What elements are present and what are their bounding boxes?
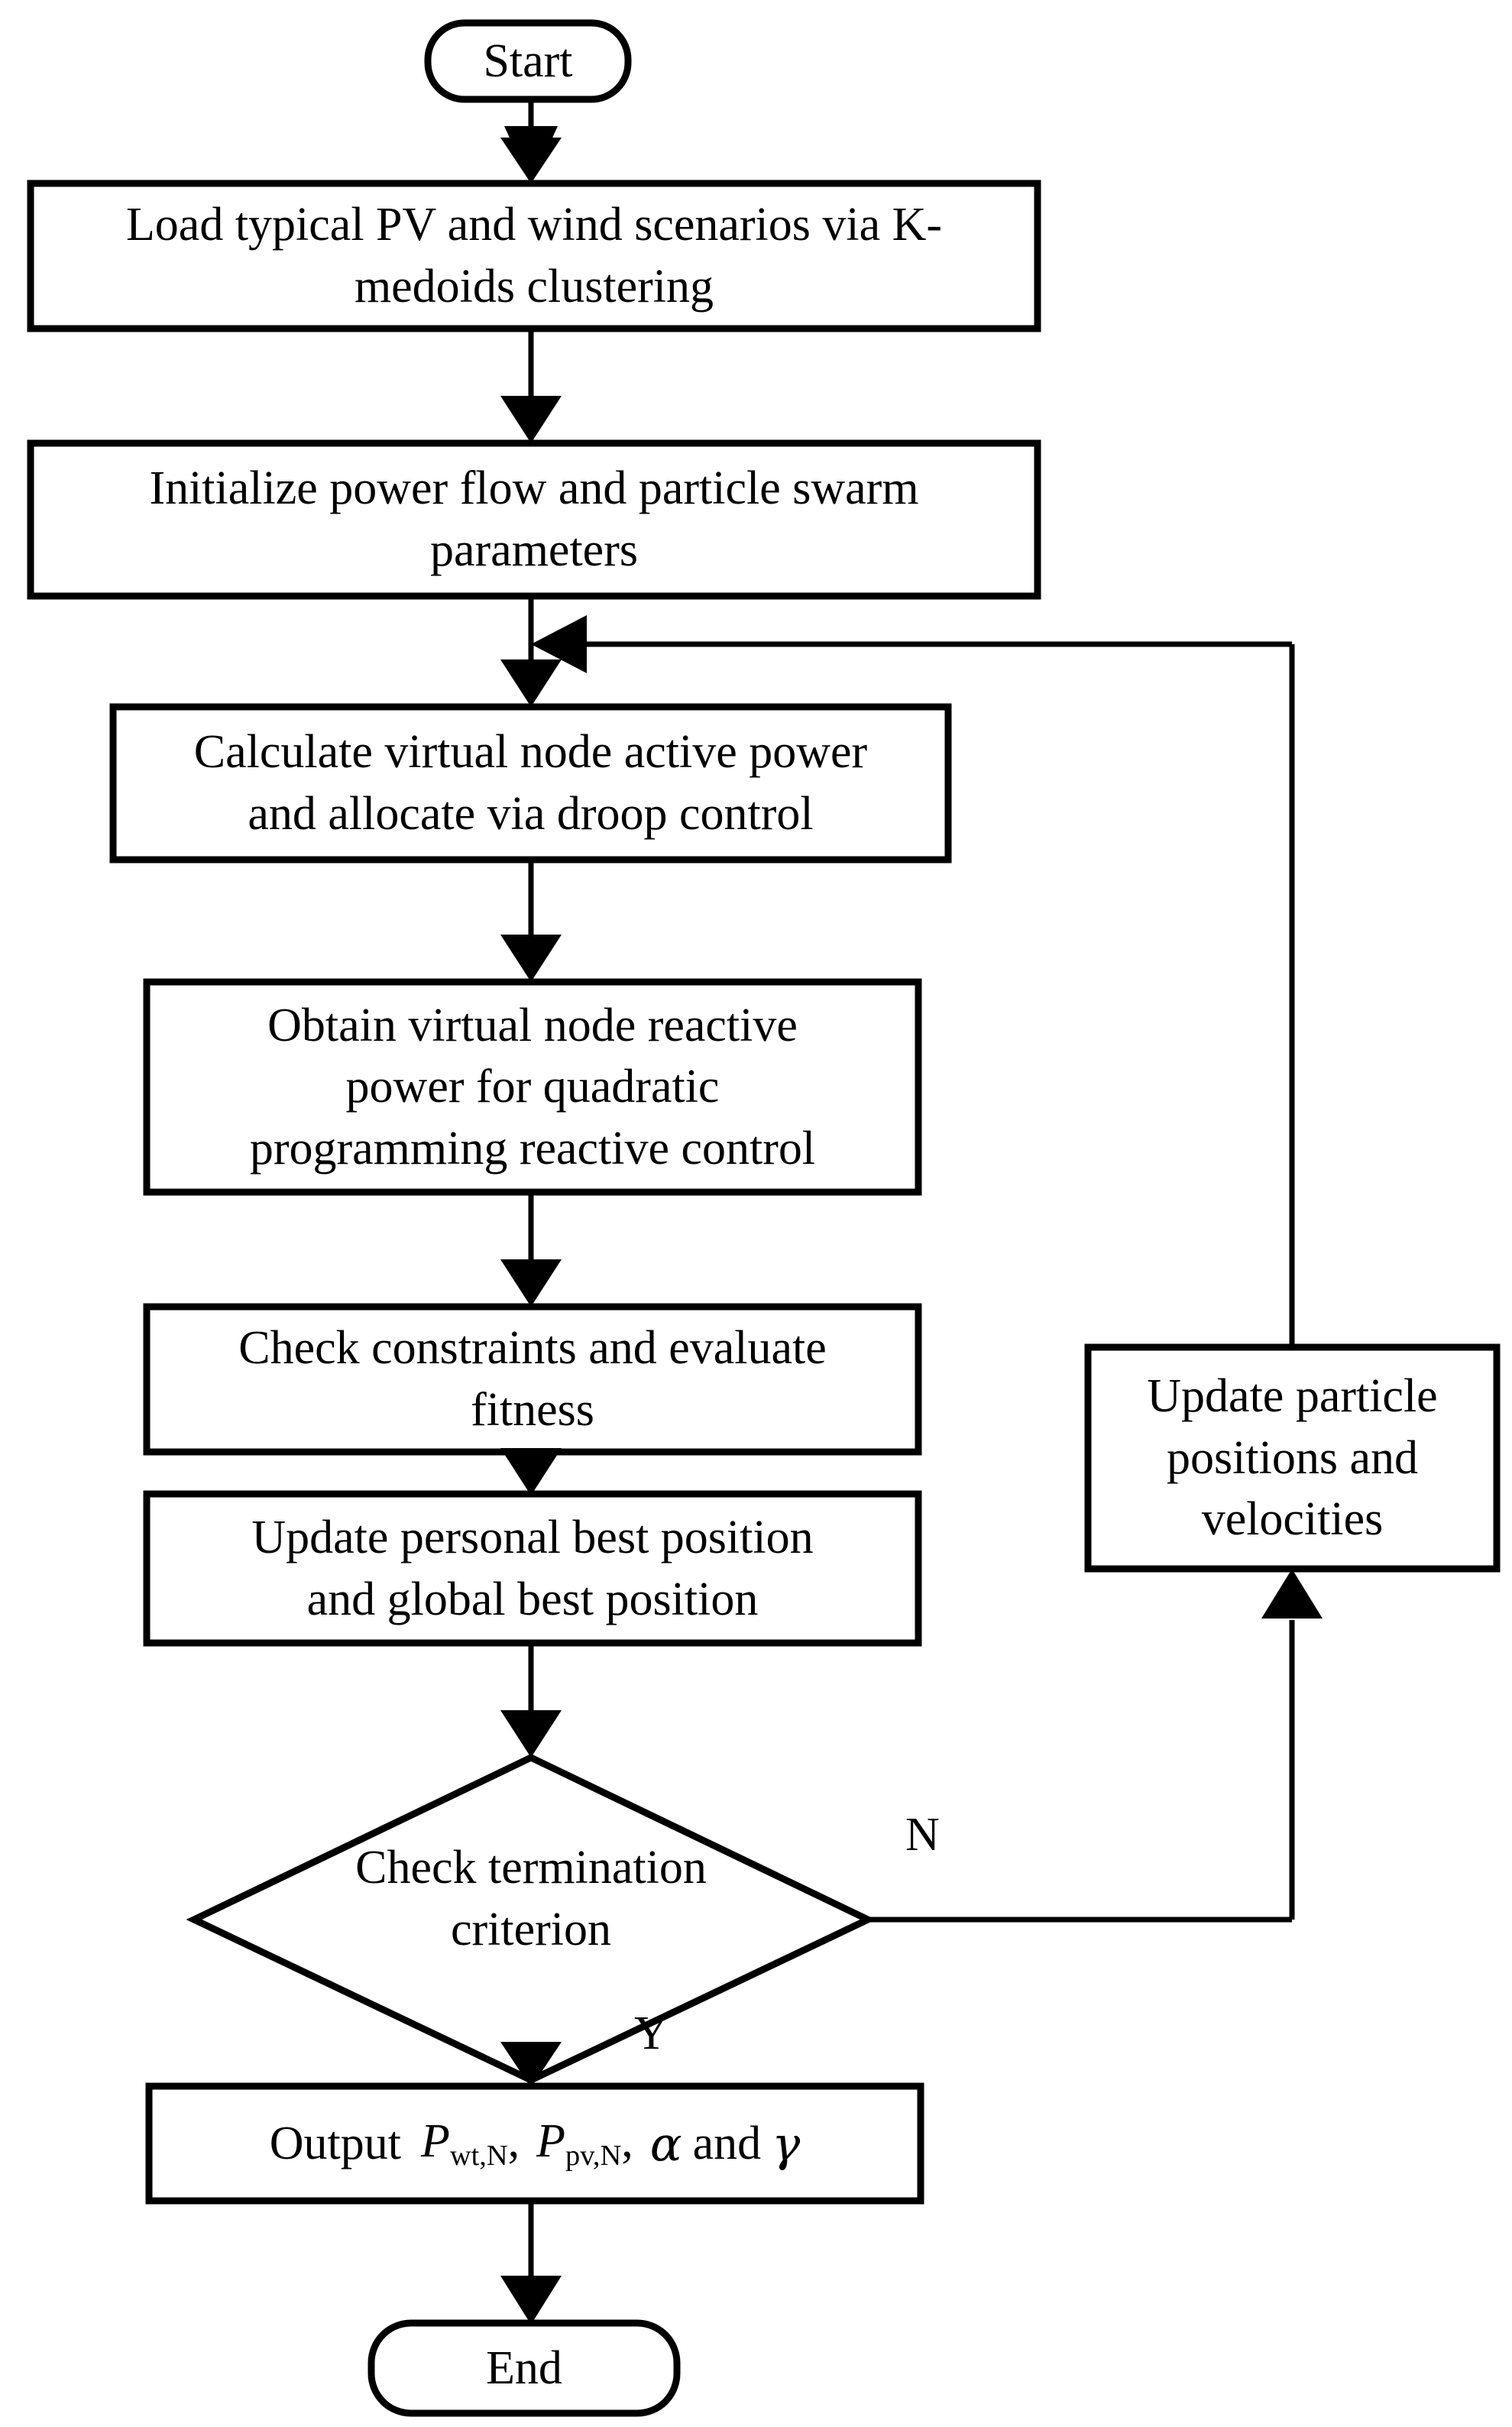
- output-node-shape: [145, 2082, 924, 2205]
- arrowhead-decision-yes-to-output: [500, 2042, 562, 2088]
- update-best-node-shape: [143, 1490, 922, 1647]
- check-constraints-node-shape: [143, 1303, 922, 1456]
- arrowhead-load-to-initialize: [500, 396, 562, 443]
- end-node-shape: [367, 2319, 681, 2417]
- arrowhead-start-to-load: [500, 138, 562, 183]
- output-conjunction: and: [692, 2117, 762, 2169]
- arrowhead-calc-to-obtain: [500, 935, 562, 982]
- arrowhead-decision-no-into-particles: [1261, 1569, 1323, 1619]
- output-symbol-gamma: γ: [772, 2115, 801, 2172]
- arrowhead-obtain-to-check: [500, 1259, 562, 1307]
- termination-node-shape: [186, 1754, 876, 2084]
- arrowhead-feedback-into-trunk: [531, 615, 587, 673]
- output-symbol-pwt: Pwt,N,: [420, 2115, 520, 2172]
- initialize-node-shape: [27, 439, 1041, 600]
- arrowhead-updatebest-to-decision: [500, 1710, 562, 1758]
- arrowhead-output-to-end: [500, 2276, 562, 2325]
- obtain-reactive-node-shape: [143, 978, 922, 1196]
- output-symbol-alpha: α: [649, 2115, 682, 2172]
- edge-label-yes: Y: [634, 2007, 669, 2059]
- arrowhead-check-to-updatebest: [500, 1448, 562, 1495]
- output-node-label: Output Pwt,N, Ppv,N, α and γ: [149, 2086, 921, 2201]
- calc-active-node-shape: [109, 703, 952, 864]
- output-symbol-ppv: Ppv,N,: [536, 2115, 633, 2172]
- output-label-prefix: Output: [269, 2117, 401, 2169]
- start-node-shape: [424, 19, 632, 103]
- arrowhead-initialize-to-calc: [500, 659, 562, 707]
- edge-label-no: N: [905, 1809, 940, 1861]
- update-particles-node-shape: [1084, 1343, 1501, 1573]
- load-scenarios-node-shape: [27, 180, 1041, 332]
